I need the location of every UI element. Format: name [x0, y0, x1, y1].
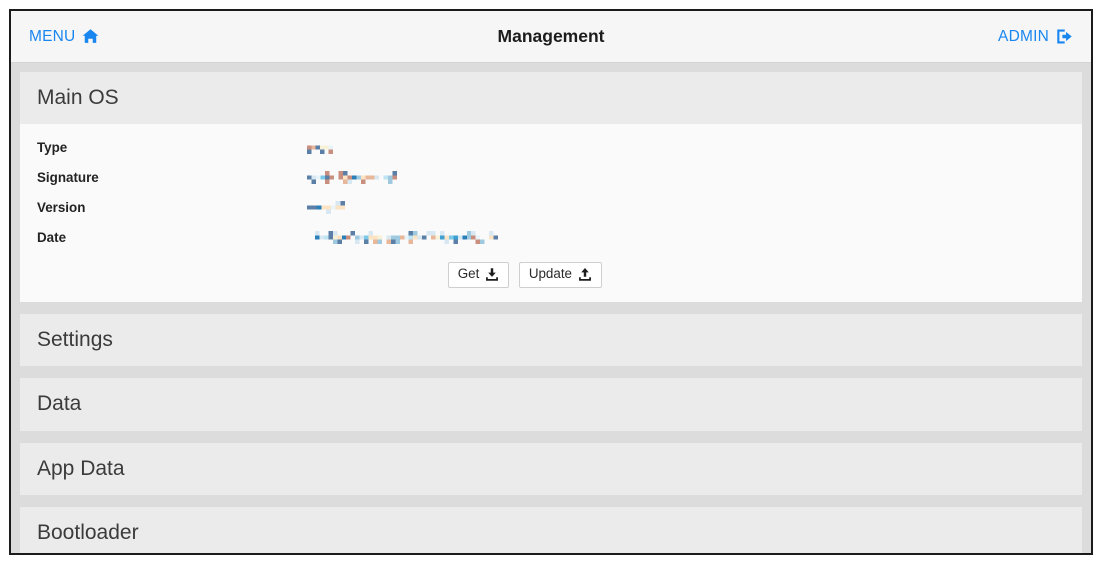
page-title: Management [497, 26, 605, 46]
panel-stack: Main OS Type Signature [11, 63, 1091, 553]
update-button[interactable]: Update [518, 262, 602, 289]
redacted-value-type [307, 141, 333, 155]
menu-link[interactable]: MENU [29, 28, 99, 46]
upload-icon [578, 267, 592, 282]
panel-header-main-os[interactable]: Main OS [20, 72, 1082, 125]
field-value-version [307, 200, 1065, 230]
panel-bootloader: Bootloader [20, 506, 1082, 553]
panel-app-data: App Data [20, 442, 1082, 495]
menu-link-label: MENU [29, 27, 76, 45]
main-os-action-buttons: Get Update [37, 260, 1065, 289]
download-icon [485, 267, 499, 282]
table-row: Date [37, 230, 1065, 260]
table-row: Type [37, 140, 1065, 170]
home-icon [82, 28, 99, 45]
field-value-type [307, 140, 1065, 170]
panel-data: Data [20, 378, 1082, 431]
panel-settings: Settings [20, 314, 1082, 367]
admin-link[interactable]: ADMIN [998, 28, 1073, 46]
panel-body-main-os: Type Signature [20, 124, 1082, 303]
table-row: Signature [37, 170, 1065, 200]
redacted-value-version [307, 201, 345, 215]
field-value-signature [307, 170, 1065, 200]
admin-link-label: ADMIN [998, 27, 1049, 45]
main-os-field-table: Type Signature [37, 140, 1065, 260]
table-row: Version [37, 200, 1065, 230]
panel-main-os: Main OS Type Signature [20, 72, 1082, 303]
get-button-label: Get [457, 266, 480, 282]
browser-viewport: MENU Management ADMIN [9, 9, 1093, 555]
sign-out-icon [1056, 28, 1073, 45]
field-label-date: Date [37, 230, 67, 246]
update-button-label: Update [528, 266, 572, 282]
field-value-date [307, 230, 1065, 260]
field-label-type: Type [37, 140, 68, 156]
field-label-signature: Signature [37, 170, 99, 186]
top-navbar: MENU Management ADMIN [11, 11, 1091, 63]
redacted-value-date [315, 231, 498, 245]
panel-header-data[interactable]: Data [20, 378, 1082, 431]
redacted-value-signature [307, 171, 397, 185]
field-label-version: Version [37, 200, 86, 216]
panel-header-app-data[interactable]: App Data [20, 442, 1082, 495]
panel-header-bootloader[interactable]: Bootloader [20, 506, 1082, 553]
panel-header-settings[interactable]: Settings [20, 314, 1082, 367]
get-button[interactable]: Get [447, 262, 510, 289]
